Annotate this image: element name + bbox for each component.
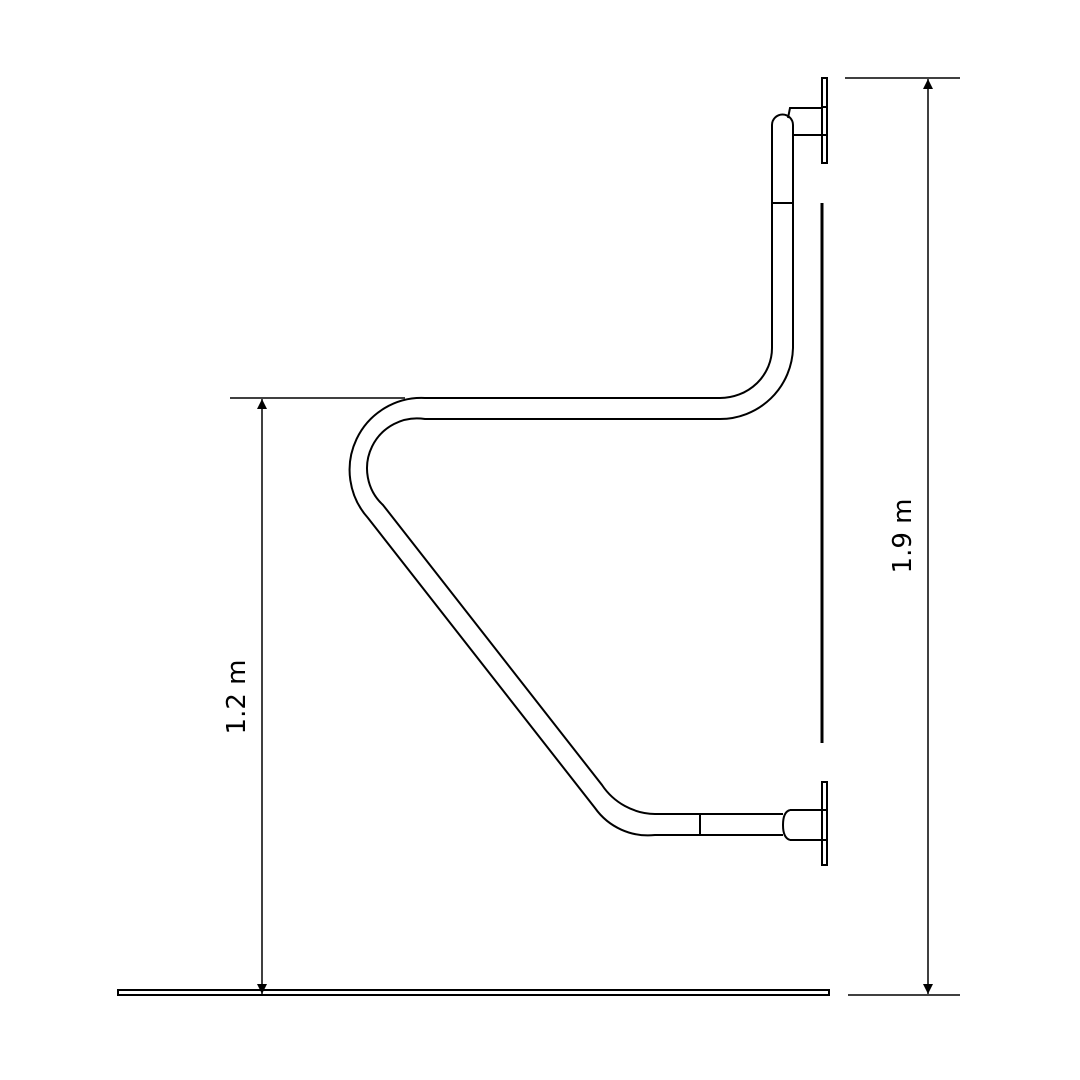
total-height-dimension [845, 77, 960, 996]
grab-height-dimension [230, 397, 405, 994]
total-height-label: 1.9 m [888, 499, 918, 574]
floor-line [117, 989, 830, 996]
top-wall-bracket [787, 77, 828, 164]
bottom-wall-bracket [781, 781, 828, 866]
grab-height-label: 1.2 m [222, 660, 252, 735]
grab-bar-tube [348, 113, 794, 837]
